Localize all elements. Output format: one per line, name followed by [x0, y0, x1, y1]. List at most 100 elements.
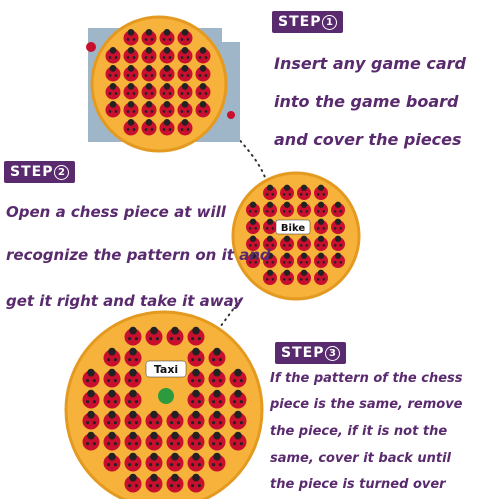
ladybug-pieces: [246, 184, 345, 285]
ladybug-piece: [145, 473, 163, 493]
ladybug-piece: [263, 252, 277, 268]
ladybug-piece: [123, 119, 139, 136]
ladybug-piece: [331, 201, 345, 217]
ladybug-piece: [229, 389, 247, 409]
ladybug-piece: [159, 65, 175, 82]
ladybug-piece: [103, 410, 121, 430]
step-3-line-4: same, cover it back until: [270, 451, 451, 466]
ladybug-piece: [141, 65, 157, 82]
ladybug-piece: [103, 347, 121, 367]
ladybug-piece: [195, 83, 211, 100]
picture-card: [275, 219, 311, 235]
ladybug-piece: [145, 326, 163, 346]
ladybug-piece: [331, 235, 345, 251]
ladybug-piece: [208, 368, 226, 388]
ladybug-piece: [105, 101, 121, 118]
ladybug-piece: [280, 184, 294, 200]
ladybug-piece: [103, 368, 121, 388]
ladybug-piece: [159, 83, 175, 100]
ladybug-piece: [166, 452, 184, 472]
ladybug-piece: [263, 269, 277, 285]
game-board-3: Taxi: [64, 310, 264, 499]
ladybug-piece: [208, 410, 226, 430]
step-3-line-3: the piece, if it is not the: [270, 424, 448, 439]
ladybug-piece: [263, 201, 277, 217]
ladybug-piece: [297, 184, 311, 200]
ladybug-piece: [82, 431, 100, 451]
step-2-line-1: Open a chess piece at will: [6, 203, 226, 221]
ladybug-piece: [159, 119, 175, 136]
ladybug-piece: [314, 235, 328, 251]
ladybug-piece: [263, 218, 277, 234]
ladybug-piece: [263, 235, 277, 251]
ladybug-pieces: [105, 29, 211, 136]
ladybug-piece: [103, 389, 121, 409]
ladybug-piece: [177, 65, 193, 82]
ladybug-piece: [123, 83, 139, 100]
ladybug-piece: [229, 410, 247, 430]
game-board-1: [86, 15, 240, 153]
ladybug-piece: [187, 473, 205, 493]
ladybug-piece: [280, 235, 294, 251]
ladybug-piece: [246, 218, 260, 234]
ladybug-piece: [208, 389, 226, 409]
ladybug-piece: [103, 452, 121, 472]
ladybug-piece: [195, 65, 211, 82]
step-1-number: 1: [322, 15, 338, 30]
ladybug-piece: [159, 29, 175, 46]
ladybug-piece: [124, 410, 142, 430]
center-token: [158, 388, 174, 404]
ladybug-piece: [177, 101, 193, 118]
ladybug-piece: [187, 452, 205, 472]
step-2-label: STEP: [10, 164, 54, 180]
ladybug-piece: [229, 431, 247, 451]
ladybug-piece: [246, 201, 260, 217]
ladybug-loose: [227, 111, 235, 119]
ladybug-piece: [141, 83, 157, 100]
ladybug-piece: [145, 431, 163, 451]
ladybug-piece: [124, 452, 142, 472]
ladybug-piece: [82, 368, 100, 388]
ladybug-piece: [123, 101, 139, 118]
ladybug-piece: [187, 431, 205, 451]
picture-card: [145, 360, 187, 378]
card-label: Taxi: [154, 363, 178, 376]
ladybug-piece: [229, 368, 247, 388]
ladybug-piece: [82, 389, 100, 409]
ladybug-piece: [187, 347, 205, 367]
step-1-line-1: Insert any game card: [274, 54, 466, 73]
ladybug-piece: [124, 347, 142, 367]
ladybug-piece: [314, 252, 328, 268]
step-1-label: STEP: [278, 14, 322, 30]
ladybug-piece: [177, 47, 193, 64]
ladybug-piece: [195, 47, 211, 64]
ladybug-piece: [280, 201, 294, 217]
ladybug-piece: [177, 83, 193, 100]
ladybug-piece: [280, 269, 294, 285]
ladybug-piece: [141, 101, 157, 118]
ladybug-piece: [145, 410, 163, 430]
ladybug-piece: [105, 47, 121, 64]
step-3-line-2: piece is the same, remove: [270, 397, 463, 412]
ladybug-piece: [208, 431, 226, 451]
ladybug-piece: [166, 431, 184, 451]
ladybug-piece: [246, 252, 260, 268]
ladybug-piece: [314, 269, 328, 285]
ladybug-piece: [297, 201, 311, 217]
ladybug-piece: [314, 218, 328, 234]
step-1-line-3: and cover the pieces: [274, 130, 462, 149]
step-2-number: 2: [54, 165, 70, 180]
board-disc: [90, 15, 228, 153]
ladybug-piece: [187, 368, 205, 388]
ladybug-piece: [187, 326, 205, 346]
ladybug-piece: [124, 326, 142, 346]
ladybug-piece: [297, 269, 311, 285]
ladybug-piece: [208, 452, 226, 472]
ladybug-piece: [124, 368, 142, 388]
ladybug-piece: [331, 218, 345, 234]
ladybug-piece: [177, 119, 193, 136]
ladybug-piece: [159, 47, 175, 64]
ladybug-loose: [86, 42, 96, 52]
